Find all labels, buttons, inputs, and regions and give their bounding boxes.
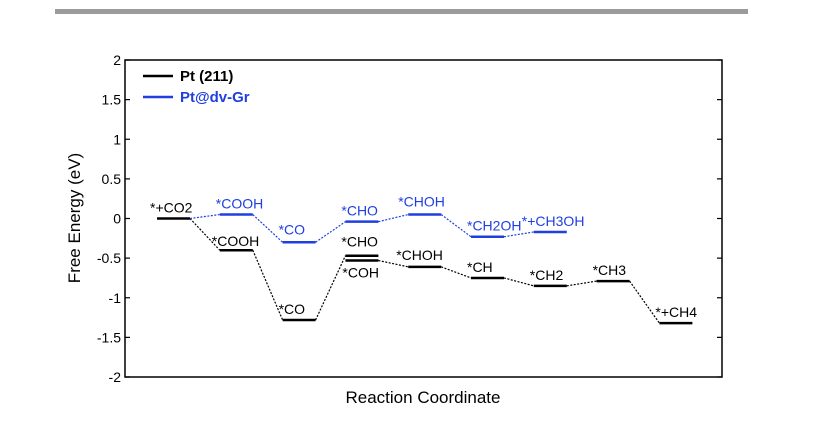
- plot-frame: [124, 59, 723, 378]
- y-tick-label: -0.5: [97, 250, 121, 266]
- state-label: *COH: [342, 265, 379, 281]
- state-label: *CH3: [593, 262, 627, 278]
- state-label: *CHO: [341, 203, 378, 219]
- connector-line: [378, 213, 409, 223]
- y-tick-label: -2: [109, 369, 122, 385]
- connector-line: [503, 231, 534, 238]
- x-axis-label: Reaction Coordinate: [346, 388, 501, 407]
- state-label: *+CH4: [655, 304, 697, 320]
- connector-line: [503, 277, 534, 287]
- connector-line: [378, 259, 409, 268]
- state-label: *COOH: [216, 196, 263, 212]
- state-label: *CH: [467, 259, 493, 275]
- state-label: *+CO2: [150, 200, 193, 216]
- connector-line: [315, 221, 346, 243]
- y-tick-label: 1.5: [102, 92, 122, 108]
- y-tick-label: -1: [109, 290, 122, 306]
- state-label: *CH2OH: [467, 218, 521, 234]
- connector-line: [440, 214, 472, 238]
- page-divider-bar: [55, 9, 748, 14]
- connector-line: [189, 218, 221, 251]
- state-label: *CHOH: [398, 194, 445, 210]
- connector-line: [440, 266, 472, 279]
- state-label: *CHOH: [396, 247, 443, 263]
- legend-label-pt211: Pt (211): [180, 68, 233, 85]
- connector-line: [566, 280, 597, 287]
- state-label: *CO: [279, 301, 306, 317]
- y-tick-label: 2: [113, 52, 121, 68]
- connector-line: [315, 255, 346, 321]
- y-tick-label: -1.5: [97, 329, 121, 345]
- state-label: *CO: [279, 221, 306, 237]
- state-label: *CHO: [341, 234, 378, 250]
- state-label: *CH2: [530, 267, 564, 283]
- connector-line: [189, 213, 220, 220]
- connector-line: [252, 249, 284, 321]
- legend: Pt (211) Pt@dv-Gr: [143, 68, 250, 106]
- legend-label-pt-dv-gr: Pt@dv-Gr: [180, 89, 250, 106]
- connector-line: [629, 280, 660, 324]
- y-tick-label: 1: [113, 131, 121, 147]
- state-label: *COOH: [212, 233, 259, 249]
- y-tick-label: 0: [113, 211, 121, 227]
- y-axis-label: Free Energy (eV): [65, 153, 84, 283]
- state-label: *+CH3OH: [522, 213, 585, 229]
- y-tick-label: 0.5: [102, 171, 122, 187]
